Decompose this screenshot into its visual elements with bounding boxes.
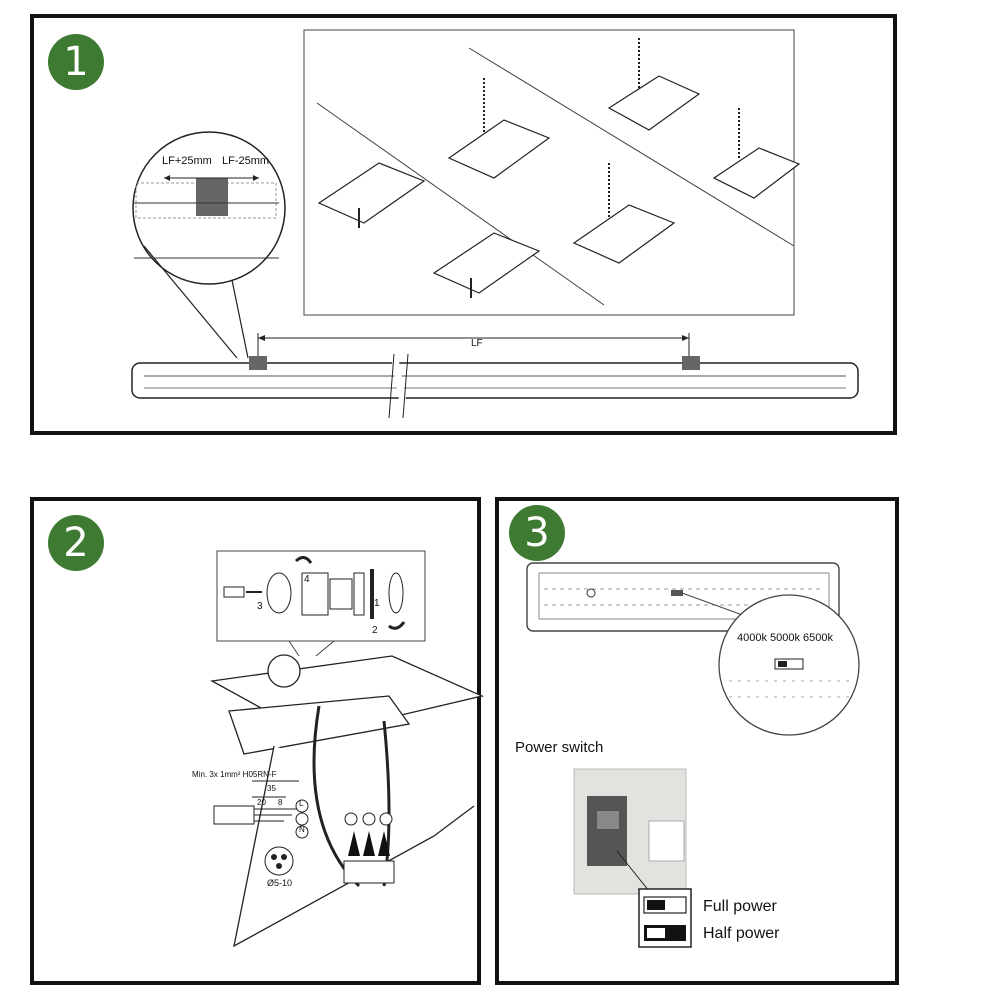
- offset-minus-label: LF-25mm: [222, 155, 270, 167]
- step-2-panel: 2: [30, 497, 485, 985]
- cct-options-label: 4000k 5000k 6500k: [737, 632, 834, 644]
- step-3-badge: 3: [509, 505, 565, 561]
- step-1-illustration: [131, 29, 859, 419]
- step-3-panel: 3 4000k 5000k 6500k: [495, 497, 899, 985]
- bracket-block: [196, 178, 228, 216]
- full-power-label: Full power: [703, 898, 777, 915]
- dim-a-label: 20: [257, 798, 266, 807]
- power-switch-photo: [573, 768, 687, 895]
- fixture-body: [131, 353, 859, 419]
- cable-hole-icon: [264, 846, 294, 876]
- surface-bracket-1: [317, 162, 426, 224]
- fixture-end: [209, 654, 485, 948]
- offset-plus-label: LF+25mm: [162, 155, 212, 167]
- seq-label-2: 2: [372, 625, 378, 636]
- hanging-bracket-4: [712, 147, 801, 199]
- stripped-cable-diagram: [213, 780, 299, 825]
- step-1-panel: 1: [30, 14, 897, 435]
- hanging-bracket-1: [447, 119, 551, 179]
- power-switch-title: Power switch: [515, 739, 604, 756]
- step-1-badge: 1: [48, 34, 104, 90]
- half-power-label: Half power: [703, 925, 780, 942]
- cable-spec-label: Min. 3x 1mm² H05RN-F: [192, 770, 277, 779]
- step-2-illustration: [209, 550, 485, 948]
- terminal-l-label: L: [299, 799, 304, 808]
- terminal-block: [343, 860, 395, 884]
- dim-total-label: 35: [267, 784, 276, 793]
- seq-label-4: 4: [304, 574, 310, 585]
- step-3-illustration: [526, 562, 860, 948]
- cable-diameter-label: Ø5-10: [267, 878, 293, 888]
- cct-switch: [774, 658, 804, 670]
- seq-label-3: 3: [257, 601, 263, 612]
- spacing-label: LF: [471, 338, 483, 349]
- terminal-n-label: N: [299, 825, 305, 834]
- step-2-badge: 2: [48, 515, 104, 571]
- hanging-bracket-2: [607, 75, 701, 131]
- dim-b-label: 8: [278, 798, 283, 807]
- seq-label-1: 1: [374, 598, 380, 609]
- surface-bracket-2: [432, 232, 541, 294]
- hanging-bracket-3: [572, 204, 676, 264]
